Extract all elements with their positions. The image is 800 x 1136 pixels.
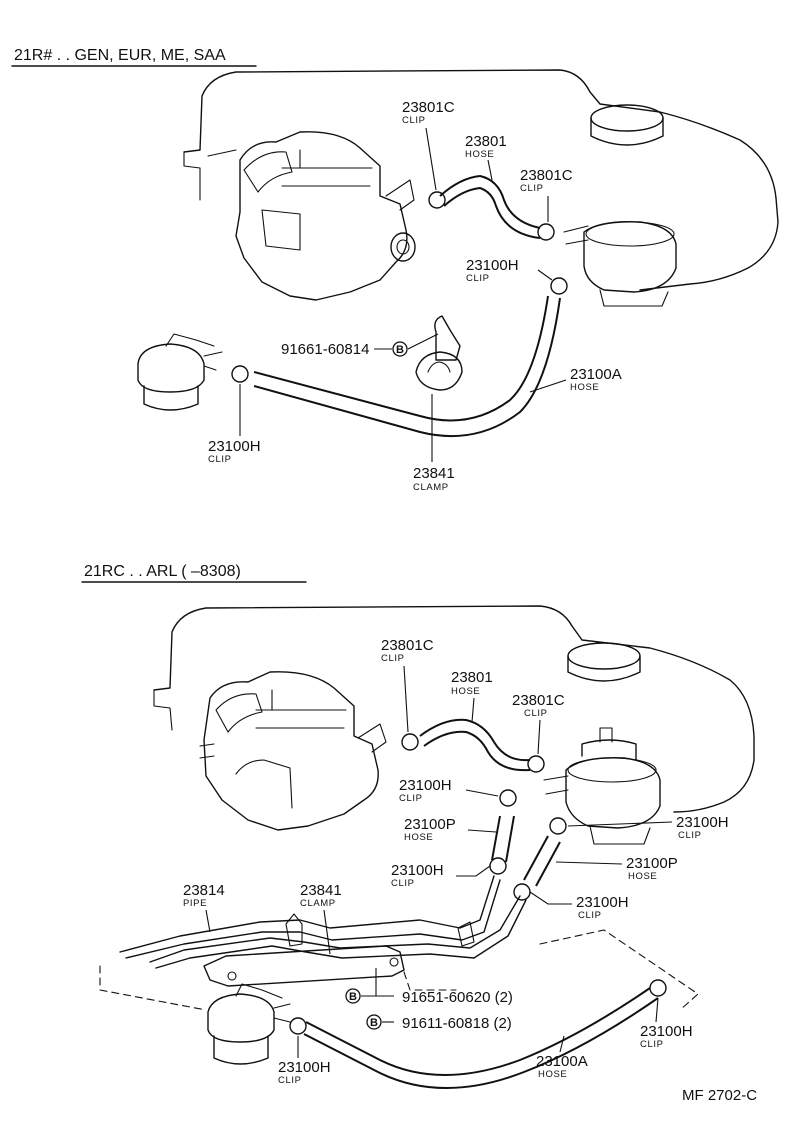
s1-callout-23841-clamp: 23841 CLAMP (413, 394, 455, 493)
s2-callout-bolt-91611: B 91611-60818 (2) (366, 1014, 512, 1032)
callout-part-number: 91661-60814 (281, 341, 369, 358)
callout-part-number: 23100H (676, 814, 729, 831)
s2-callout-23100h-lower-right: 23100H CLIP (529, 891, 629, 921)
callout-part-number: 23100P (404, 816, 456, 833)
s1-callout-23801-hose: 23801 HOSE (465, 133, 507, 181)
callout-part-number: 23100H (391, 862, 444, 879)
s1-callout-bolt-91661: 91661-60814 B (281, 333, 439, 358)
callout-type-label: HOSE (628, 871, 657, 882)
callout-part-number: 23100P (626, 855, 678, 872)
s1-callout-23801c-left: 23801C CLIP (402, 99, 455, 191)
callout-part-number: 23100H (640, 1023, 693, 1040)
s2-callout-23841-clamp: 23841 CLAMP (300, 882, 342, 955)
callout-type-label: CLIP (399, 793, 423, 804)
callout-type-label: CLIP (640, 1039, 664, 1050)
callout-part-number: 23801 (465, 133, 507, 150)
section-2-engine-drawing (153, 605, 755, 1065)
callout-part-number: 91611-60818 (2) (402, 1015, 512, 1032)
callout-type-label: HOSE (404, 832, 433, 843)
callout-type-label: HOSE (570, 382, 599, 393)
bolt-marker-icon: B (370, 1017, 378, 1029)
callout-part-number: 23100H (278, 1059, 331, 1076)
s2-callout-23814-pipe: 23814 PIPE (183, 882, 225, 933)
s2-callout-23100h-bottom-right: 23100H CLIP (640, 997, 693, 1050)
callout-part-number: 23841 (300, 882, 342, 899)
s2-callout-23801c-right: 23801C CLIP (512, 692, 565, 755)
s2-callout-23100p-left: 23100P HOSE (404, 816, 497, 843)
callout-type-label: CLIP (524, 708, 548, 719)
callout-part-number: 23100H (208, 438, 261, 455)
callout-type-label: HOSE (465, 149, 494, 160)
callout-type-label: CLIP (466, 273, 490, 284)
s2-callout-23801c-left: 23801C CLIP (381, 637, 434, 733)
callout-type-label: CLIP (520, 183, 544, 194)
callout-type-label: HOSE (538, 1069, 567, 1080)
callout-part-number: 23801 (451, 669, 493, 686)
callout-part-number: 23801C (402, 99, 455, 116)
s1-callout-23100h-bottom: 23100H CLIP (208, 384, 261, 465)
bolt-marker-icon: B (349, 991, 357, 1003)
s2-callout-23100h-pump: 23100H CLIP (567, 814, 729, 841)
callout-part-number: 23801C (512, 692, 565, 709)
s2-callout-bolt-91651: B 91651-60620 (2) (345, 968, 513, 1006)
callout-part-number: 23100H (466, 257, 519, 274)
callout-part-number: 23801C (381, 637, 434, 654)
callout-type-label: CLIP (402, 115, 426, 126)
section-2-hoses-and-pipes (99, 718, 699, 1089)
callout-type-label: CLIP (678, 830, 702, 841)
callout-type-label: CLIP (381, 653, 405, 664)
callout-type-label: HOSE (451, 686, 480, 697)
callout-type-label: CLAMP (300, 898, 336, 909)
callout-type-label: CLIP (208, 454, 232, 465)
callout-part-number: 23801C (520, 167, 573, 184)
section-2-title: 21RC . . ARL ( –8308) (84, 563, 241, 580)
s2-callout-23100h-filter: 23100H CLIP (278, 1036, 331, 1086)
section-1-hoses (231, 174, 568, 438)
callout-part-number: 91651-60620 (2) (402, 989, 513, 1006)
bolt-marker-icon: B (396, 344, 404, 356)
callout-type-label: CLIP (391, 878, 415, 889)
callout-type-label: PIPE (183, 898, 207, 909)
callout-type-label: CLIP (578, 910, 602, 921)
s2-callout-23100p-right: 23100P HOSE (555, 855, 678, 882)
s2-callout-23100a-hose: 23100A HOSE (536, 1035, 588, 1080)
callout-part-number: 23100H (399, 777, 452, 794)
section-1-engine-drawing (137, 69, 779, 411)
section-1-title: 21R# . . GEN, EUR, ME, SAA (14, 47, 226, 64)
callout-part-number: 23841 (413, 465, 455, 482)
callout-part-number: 23100A (570, 366, 622, 383)
callout-part-number: 23814 (183, 882, 225, 899)
footer-code: MF 2702-C (682, 1087, 757, 1104)
callout-type-label: CLAMP (413, 482, 449, 493)
section-1-header: 21R# . . GEN, EUR, ME, SAA (11, 47, 257, 67)
section-2-header: 21RC . . ARL ( –8308) (81, 563, 307, 583)
callout-type-label: CLIP (278, 1075, 302, 1086)
s1-callout-23100a-hose: 23100A HOSE (529, 366, 622, 393)
s1-callout-23100h-top: 23100H CLIP (466, 257, 553, 284)
s2-callout-23801-hose: 23801 HOSE (451, 669, 493, 723)
callout-part-number: 23100A (536, 1053, 588, 1070)
s1-callout-23801c-right: 23801C CLIP (520, 167, 573, 222)
callout-part-number: 23100H (576, 894, 629, 911)
s2-callout-23100h-upper: 23100H CLIP (399, 777, 499, 804)
s2-callout-23100h-middle-left: 23100H CLIP (391, 862, 491, 889)
